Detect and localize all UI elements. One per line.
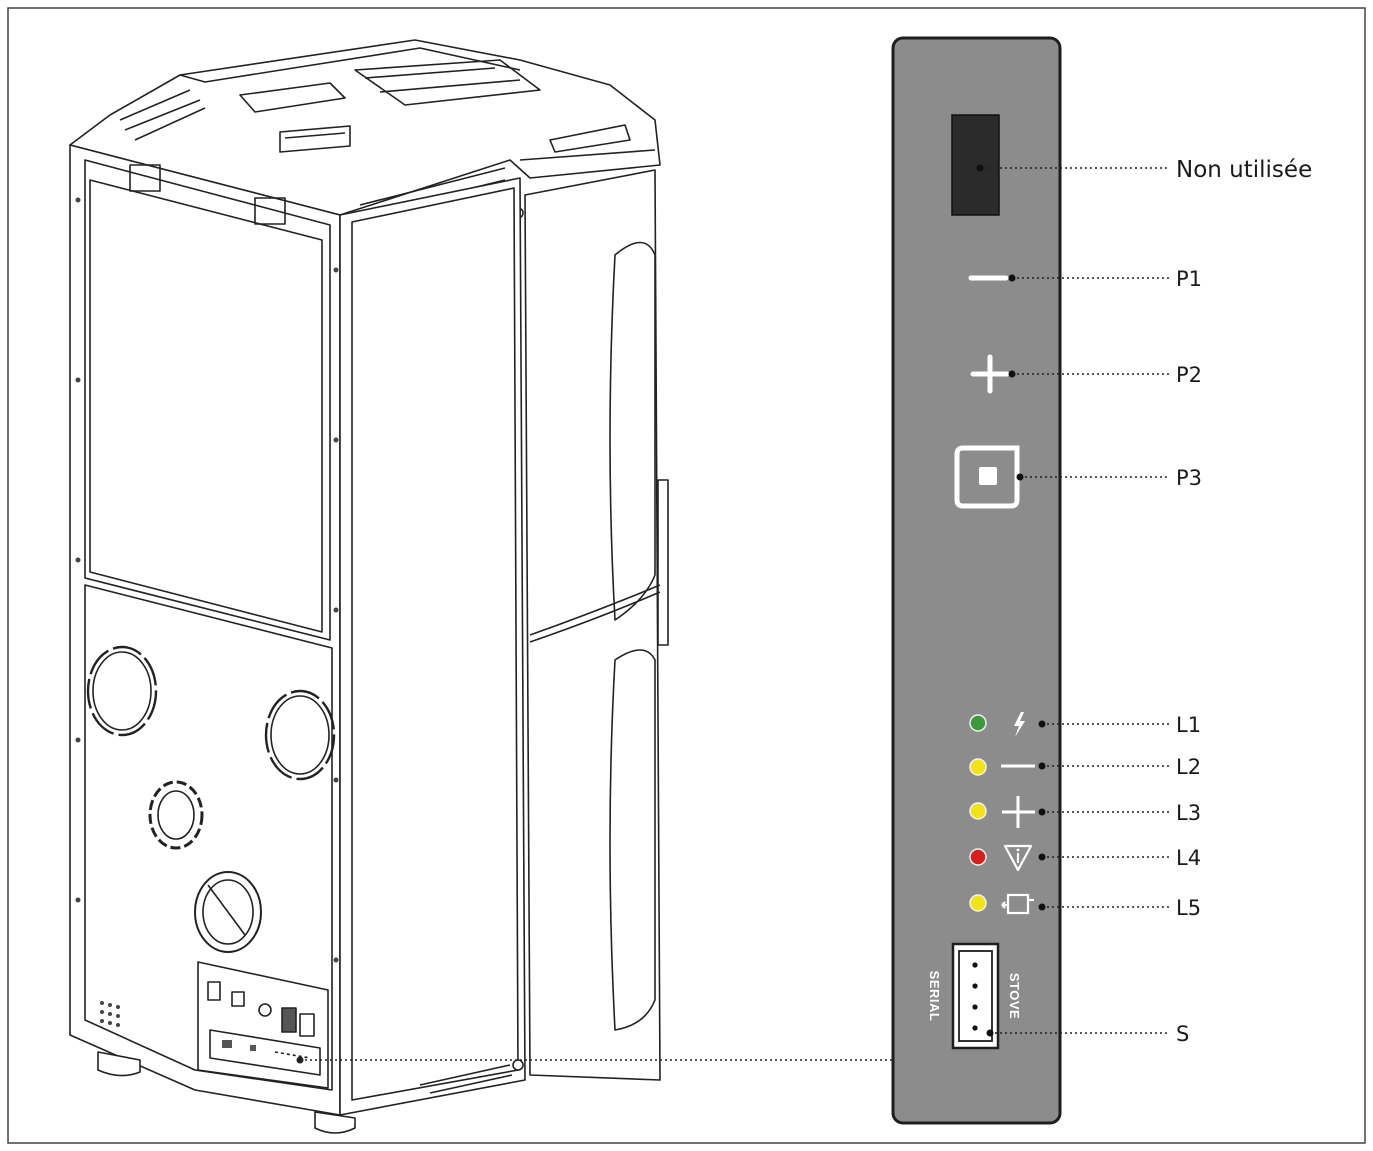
connector-right-label: STOVE	[1007, 973, 1022, 1019]
callout-l5-label: L5	[1176, 896, 1201, 920]
connector-pin	[972, 983, 978, 989]
callout-p2-label: P2	[1176, 363, 1202, 387]
callout-display-label: Non utilisée	[1176, 157, 1312, 183]
led-l4-red	[969, 848, 987, 866]
callout-l1-label: L1	[1176, 713, 1201, 737]
cycle-icon	[1001, 893, 1034, 915]
callout-s-label: S	[1176, 1022, 1189, 1046]
callout-leaders	[980, 167, 1170, 1034]
square-button-icon	[954, 445, 1020, 509]
connector-left-label: SERIAL	[927, 971, 942, 1022]
panel-leader-dot	[296, 1056, 304, 1064]
led-l5-yellow	[969, 894, 987, 912]
connector-pin	[972, 1004, 978, 1010]
p3-square-button[interactable]	[954, 445, 1020, 509]
square-button-center	[979, 467, 997, 485]
led-l3-yellow	[969, 802, 987, 820]
connector-pin	[972, 962, 978, 968]
stove-illustration	[69, 39, 669, 1134]
callout-l2-label: L2	[1176, 755, 1201, 779]
lightning-icon	[1014, 712, 1025, 737]
led-l1-green	[969, 714, 987, 732]
led-l2-yellow	[969, 758, 987, 776]
callout-l4-label: L4	[1176, 846, 1201, 870]
control-panel: SERIAL STOVE	[891, 36, 1062, 1125]
callout-p1-label: P1	[1176, 267, 1202, 291]
warning-icon	[1003, 844, 1033, 872]
connector-pin	[972, 1025, 978, 1031]
display-window	[951, 114, 1000, 216]
callout-p3-label: P3	[1176, 466, 1202, 490]
panel-body	[891, 36, 1062, 1125]
callout-dots	[976, 164, 1046, 1037]
p2-plus-button[interactable]	[970, 354, 1010, 394]
callout-l3-label: L3	[1176, 801, 1201, 825]
